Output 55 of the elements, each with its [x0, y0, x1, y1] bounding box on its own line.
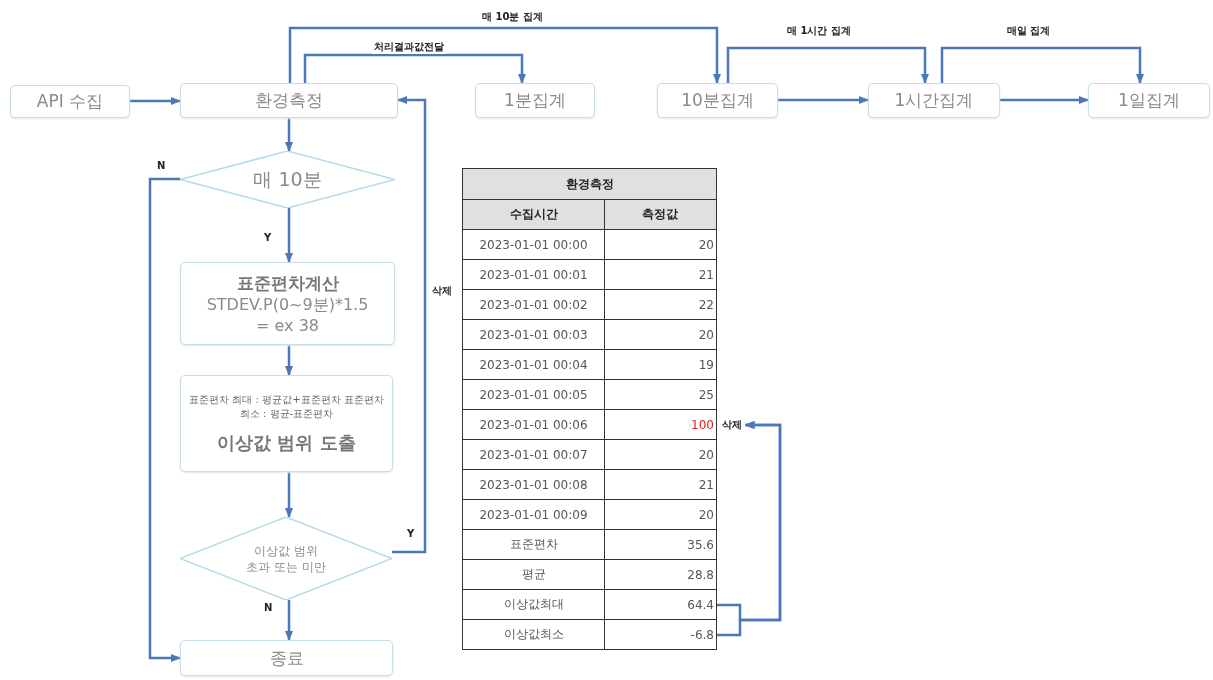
- node-label: 표준편차계산: [236, 272, 339, 295]
- edge-label: Y: [262, 232, 274, 243]
- edge-label: N: [262, 602, 275, 613]
- arrow: [285, 208, 293, 263]
- arrow: [130, 97, 181, 105]
- arrow: [285, 472, 293, 518]
- table-cell: 환경측정: [462, 168, 717, 200]
- node-label: 표준편차 최대 : 평균값+표준편차 표준편차 최소 : 평균-표준편차: [188, 392, 385, 421]
- arrow: [1000, 96, 1089, 104]
- node-label: 1분집계: [504, 89, 566, 112]
- delete-note: 삭제: [719, 418, 744, 432]
- delete-note: 삭제: [431, 284, 453, 298]
- table-cell: 측정값: [603, 199, 717, 230]
- arrow: [778, 96, 869, 104]
- edge-label: N: [155, 160, 168, 171]
- node-label: 10분집계: [681, 89, 754, 112]
- process-box: [180, 83, 398, 118]
- arrow: [285, 345, 293, 376]
- process-box: [475, 83, 595, 118]
- cell-value: 64.4: [687, 597, 714, 612]
- node-label: 환경측정: [255, 89, 323, 112]
- process-box: [180, 640, 393, 676]
- cell-value: 100: [691, 417, 714, 432]
- cell-value: -6.8: [690, 627, 714, 642]
- process-box: [868, 83, 1000, 118]
- arrow: [288, 26, 721, 84]
- table-cell: [603, 619, 717, 650]
- arrow: [148, 177, 181, 662]
- process-box: [10, 85, 130, 118]
- arrow: [940, 46, 1144, 84]
- arrow: [285, 600, 293, 641]
- process-box: [1088, 83, 1210, 118]
- arrow: [285, 118, 293, 152]
- table-cell: 이상값최소: [462, 619, 605, 650]
- decision-diamond: [180, 517, 392, 600]
- edge-label: 매 1시간 집계: [785, 24, 853, 38]
- node-label: 매 10분: [253, 166, 322, 192]
- process-box: [180, 262, 395, 345]
- arrow: [303, 53, 526, 84]
- arrow: [392, 96, 427, 554]
- edge-label: Y: [405, 528, 417, 539]
- node-label: 1시간집계: [894, 89, 974, 112]
- decision-diamond: [180, 151, 395, 208]
- edge-label: 매 10분 집계: [480, 10, 545, 24]
- node-label: 종료: [269, 646, 304, 670]
- node-label: 이상값 범위 도출: [217, 430, 356, 455]
- node-label: STDEV.P(0~9분)*1.5 = ex 38: [205, 295, 370, 335]
- node-label: 이상값 범위 초과 또는 미만: [246, 542, 326, 575]
- arrow: [726, 46, 929, 84]
- node-label: 1일집계: [1118, 89, 1180, 112]
- process-box: [657, 83, 778, 118]
- node-label: API 수집: [36, 90, 104, 113]
- process-box: [180, 375, 393, 472]
- edge-label: 처리결과값전달: [372, 40, 446, 54]
- table-cell: 수집시간: [462, 199, 605, 230]
